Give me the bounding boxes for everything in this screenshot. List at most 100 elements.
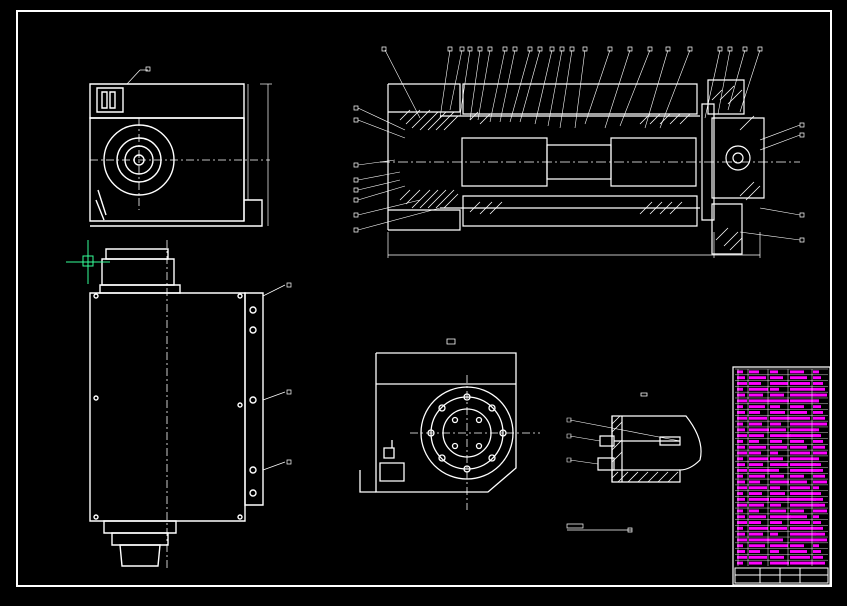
title-block-cell-text bbox=[770, 405, 780, 409]
title-block-cell-text bbox=[737, 497, 745, 501]
title-block-cell-text bbox=[790, 555, 810, 559]
title-block-cell-text bbox=[790, 451, 810, 455]
title-block-cell-text bbox=[770, 411, 785, 414]
title-block-cell-text bbox=[749, 405, 765, 409]
title-block-cell-text bbox=[770, 561, 789, 565]
spindle-section[interactable] bbox=[380, 80, 800, 258]
title-block-cell-text bbox=[813, 492, 821, 496]
title-block-cell-text bbox=[790, 492, 813, 496]
spindle-leader-lines bbox=[358, 50, 800, 240]
title-block-cell-text bbox=[737, 538, 747, 542]
title-block-cell-text bbox=[749, 486, 767, 490]
title-block-rows bbox=[735, 369, 828, 566]
title-block-cell-text bbox=[813, 439, 823, 443]
title-block-cell-text bbox=[737, 451, 747, 455]
title-block-cell-text bbox=[813, 428, 819, 432]
title-block-cell-text bbox=[813, 480, 827, 484]
title-block-cell-text bbox=[749, 468, 770, 472]
title-block-cell-text bbox=[770, 393, 784, 397]
title-block-cell-text bbox=[749, 538, 770, 542]
title-block-cell-text bbox=[790, 416, 810, 420]
title-block-cell-text bbox=[813, 387, 825, 391]
title-block-cell-text bbox=[813, 526, 823, 530]
title-block-cell-text bbox=[790, 382, 810, 385]
title-block-cell-text bbox=[770, 445, 787, 449]
title-block-cell-text bbox=[790, 550, 807, 553]
end-view[interactable] bbox=[360, 339, 540, 510]
title-block-cell-text bbox=[790, 509, 804, 513]
spindle-balloon-markers bbox=[354, 47, 804, 242]
title-block-cell-text bbox=[813, 474, 825, 478]
title-block-cell-text bbox=[813, 532, 825, 536]
title-block-cell-text bbox=[749, 457, 768, 461]
title-block-cell-text bbox=[770, 474, 784, 478]
title-block-cell-text bbox=[813, 515, 819, 519]
title-block-cell-text bbox=[770, 497, 790, 501]
title-block-cell-text bbox=[813, 468, 823, 472]
title-block-cell-text bbox=[790, 515, 807, 519]
title-block-cell-text bbox=[770, 370, 778, 374]
title-block-cell-text bbox=[790, 428, 816, 432]
title-block-cell-text bbox=[737, 561, 743, 565]
spindle-section-hatching bbox=[400, 86, 760, 250]
title-block-cell-text bbox=[790, 480, 807, 484]
title-block-cell-text bbox=[813, 497, 823, 501]
title-block-cell-text bbox=[749, 526, 768, 530]
title-block-cell-text bbox=[790, 538, 819, 542]
title-block-cell-text bbox=[737, 550, 745, 553]
title-block-cell-text bbox=[790, 445, 807, 449]
title-block-cell-text bbox=[749, 480, 760, 484]
title-block-cell-text bbox=[813, 521, 821, 524]
title-block-cell-text bbox=[770, 434, 791, 438]
title-block-cell-text bbox=[790, 399, 819, 403]
title-block[interactable] bbox=[733, 367, 830, 585]
side-view-bottom-left[interactable] bbox=[90, 240, 291, 570]
title-block-cell-text bbox=[737, 492, 743, 496]
title-block-cell-text bbox=[790, 457, 813, 461]
title-block-cell-text bbox=[737, 376, 745, 380]
side-view-top-left[interactable] bbox=[90, 67, 272, 226]
title-block-cell-text bbox=[770, 376, 783, 380]
title-block-cell-text bbox=[790, 503, 819, 507]
title-block-cell-text bbox=[790, 497, 816, 501]
title-block-cell-text bbox=[790, 422, 813, 426]
title-block-cell-text bbox=[813, 370, 819, 374]
detail-view-hatching bbox=[612, 416, 678, 482]
title-block-cell-text bbox=[790, 468, 819, 472]
title-block-cell-text bbox=[749, 532, 763, 536]
title-block-cell-text bbox=[749, 393, 763, 397]
title-block-cell-text bbox=[737, 416, 747, 420]
title-block-cell-text bbox=[749, 445, 766, 449]
title-block-cell-text bbox=[749, 434, 764, 438]
title-block-cell-text bbox=[770, 428, 786, 432]
title-block-cell-text bbox=[737, 480, 745, 484]
title-block-cell-text bbox=[790, 544, 804, 548]
title-block-cell-text bbox=[813, 382, 823, 385]
title-block-stamp bbox=[735, 568, 828, 583]
title-block-cell-text bbox=[749, 451, 761, 455]
title-block-cell-text bbox=[770, 457, 783, 461]
title-block-cell-text bbox=[770, 555, 784, 559]
title-block-cell-text bbox=[749, 515, 766, 519]
title-block-cell-text bbox=[737, 463, 745, 467]
title-block-cell-text bbox=[790, 411, 807, 414]
title-block-cell-text bbox=[749, 399, 770, 403]
drawing-border bbox=[17, 11, 831, 586]
title-block-cell-text bbox=[770, 486, 780, 490]
title-block-cell-text bbox=[790, 526, 813, 530]
title-block-cell-text bbox=[813, 463, 821, 467]
title-block-cell-text bbox=[770, 526, 787, 530]
title-block-cell-text bbox=[749, 376, 766, 380]
title-block-cell-text bbox=[749, 387, 768, 391]
detail-view[interactable] bbox=[567, 393, 701, 532]
title-block-cell-text bbox=[749, 521, 761, 524]
title-block-cell-text bbox=[749, 497, 769, 501]
title-block-cell-text bbox=[749, 555, 767, 559]
title-block-cell-text bbox=[749, 550, 760, 553]
title-block-cell-text bbox=[770, 550, 779, 553]
title-block-cell-text bbox=[737, 457, 743, 461]
title-block-cell-text bbox=[749, 561, 762, 565]
title-block-cell-text bbox=[770, 503, 781, 507]
title-block-cell-text bbox=[790, 561, 813, 565]
